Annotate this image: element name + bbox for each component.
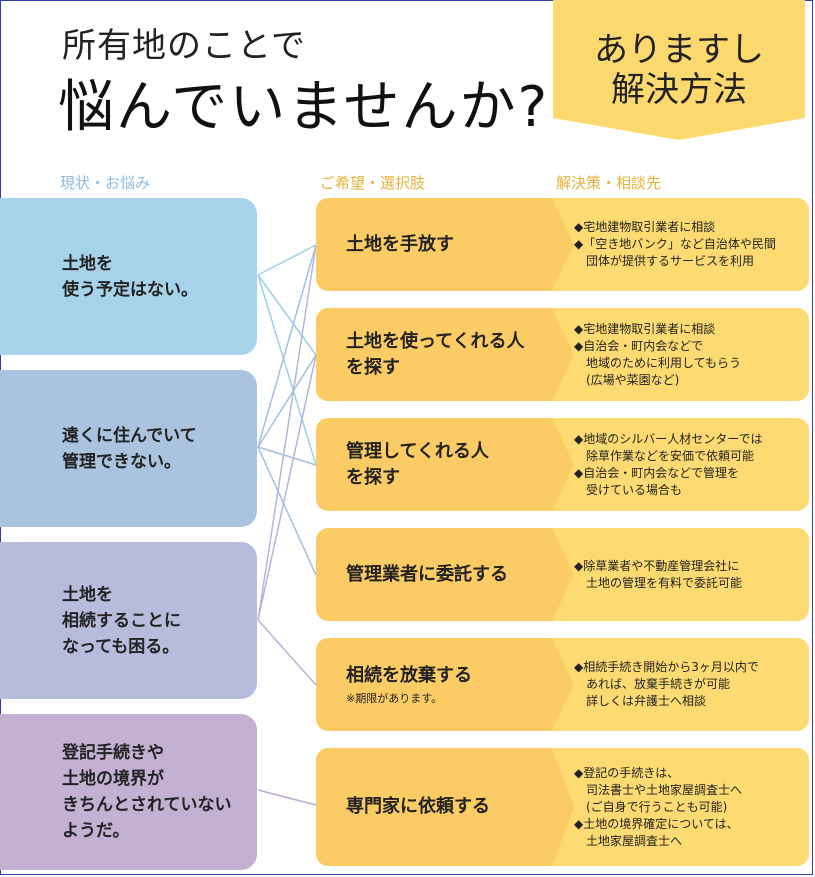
option-label-area: 専門家に依頼する	[316, 748, 552, 866]
connector-line	[257, 274, 317, 466]
option-arrow	[552, 418, 574, 511]
connector-line	[257, 619, 317, 686]
option-solution: ◆相続手続き開始から3ヶ月以内で あれば、放棄手続きが可能 詳しくは弁護士へ相談	[574, 660, 759, 708]
option-solution: ◆登記の手続きは、 司法書士や土地家屋調査士へ (ご自身で行うことも可能) ◆土…	[574, 765, 743, 848]
option-solution: ◆宅地建物取引業者に相談 ◆「空き地バンク」など自治体や民間 団体が提供するサー…	[574, 220, 776, 268]
solution-banner: ありますし 解決方法	[553, 0, 805, 140]
option-arrow	[552, 638, 574, 731]
option-renounce-inheritance: 相続を放棄する ※期限があります。 ◆相続手続き開始から3ヶ月以内で あれば、放…	[316, 638, 809, 731]
connector-line	[257, 354, 317, 448]
connector-line	[257, 274, 317, 356]
connector-line	[257, 446, 317, 576]
option-label-area: 土地を手放す	[316, 198, 552, 291]
option-find-user: 土地を使ってくれる人 を探す ◆宅地建物取引業者に相談 ◆自治会・町内会などで …	[316, 308, 809, 401]
option-solution: ◆地域のシルバー人材センターでは 除草作業などを安価で依頼可能 ◆自治会・町内会…	[574, 431, 763, 497]
option-label: 相続を放棄する	[346, 664, 472, 686]
option-label-area: 管理してくれる人 を探す	[316, 418, 552, 511]
option-label: 管理業者に委託する	[346, 563, 508, 585]
connector-line	[257, 244, 317, 448]
option-label: 土地を手放す	[346, 233, 454, 255]
option-label-area: 相続を放棄する ※期限があります。	[316, 638, 552, 731]
option-outsource-management: 管理業者に委託する ◆除草業者や不動産管理会社に 土地の管理を有料で委託可能	[316, 528, 809, 621]
option-label: 管理してくれる人 を探す	[346, 440, 489, 488]
banner-text: ありますし 解決方法	[594, 30, 764, 110]
connector-line	[257, 244, 317, 621]
banner-shape	[553, 0, 805, 140]
title-line-1: 所有地のことで	[62, 26, 306, 66]
option-label: 専門家に依頼する	[346, 796, 490, 817]
status-inheritance-trouble: 土地を 相続することに なっても困る。	[0, 542, 257, 699]
option-arrow	[552, 308, 574, 401]
option-arrow	[552, 198, 574, 291]
column-header-wish: ご希望・選択肢	[320, 174, 426, 192]
connector-line	[257, 446, 317, 466]
option-label: 土地を使ってくれる人 を探す	[346, 330, 525, 378]
column-header-current: 現状・お悩み	[60, 174, 151, 192]
connector-line	[257, 244, 317, 276]
option-label-area: 管理業者に委託する	[316, 528, 552, 621]
option-solution: ◆宅地建物取引業者に相談 ◆自治会・町内会などで 地域のために利用してもらう (…	[574, 321, 742, 387]
connector-line	[257, 789, 317, 806]
option-arrow	[552, 748, 574, 866]
option-give-up-land: 土地を手放す ◆宅地建物取引業者に相談 ◆「空き地バンク」など自治体や民間 団体…	[316, 198, 809, 291]
column-header-solution: 解決策・相談先	[556, 174, 662, 192]
option-arrow	[552, 528, 574, 621]
connector-line	[257, 354, 317, 621]
status-registration-unclear: 登記手続きや 土地の境界が きちんとされていない ようだ。	[0, 714, 257, 870]
option-find-manager: 管理してくれる人 を探す ◆地域のシルバー人材センターでは 除草作業などを安価で…	[316, 418, 809, 511]
option-note: ※期限があります。	[346, 691, 443, 705]
status-live-far-away: 遠くに住んでいて 管理できない。	[0, 370, 257, 527]
option-label-area: 土地を使ってくれる人 を探す	[316, 308, 552, 401]
status-unused-land: 土地を 使う予定はない。	[0, 198, 257, 355]
title-line-2: 悩んでいませんか?	[58, 75, 550, 140]
option-solution: ◆除草業者や不動産管理会社に 土地の管理を有料で委託可能	[574, 558, 743, 590]
option-consult-expert: 専門家に依頼する ◆登記の手続きは、 司法書士や土地家屋調査士へ (ご自身で行う…	[316, 748, 809, 866]
